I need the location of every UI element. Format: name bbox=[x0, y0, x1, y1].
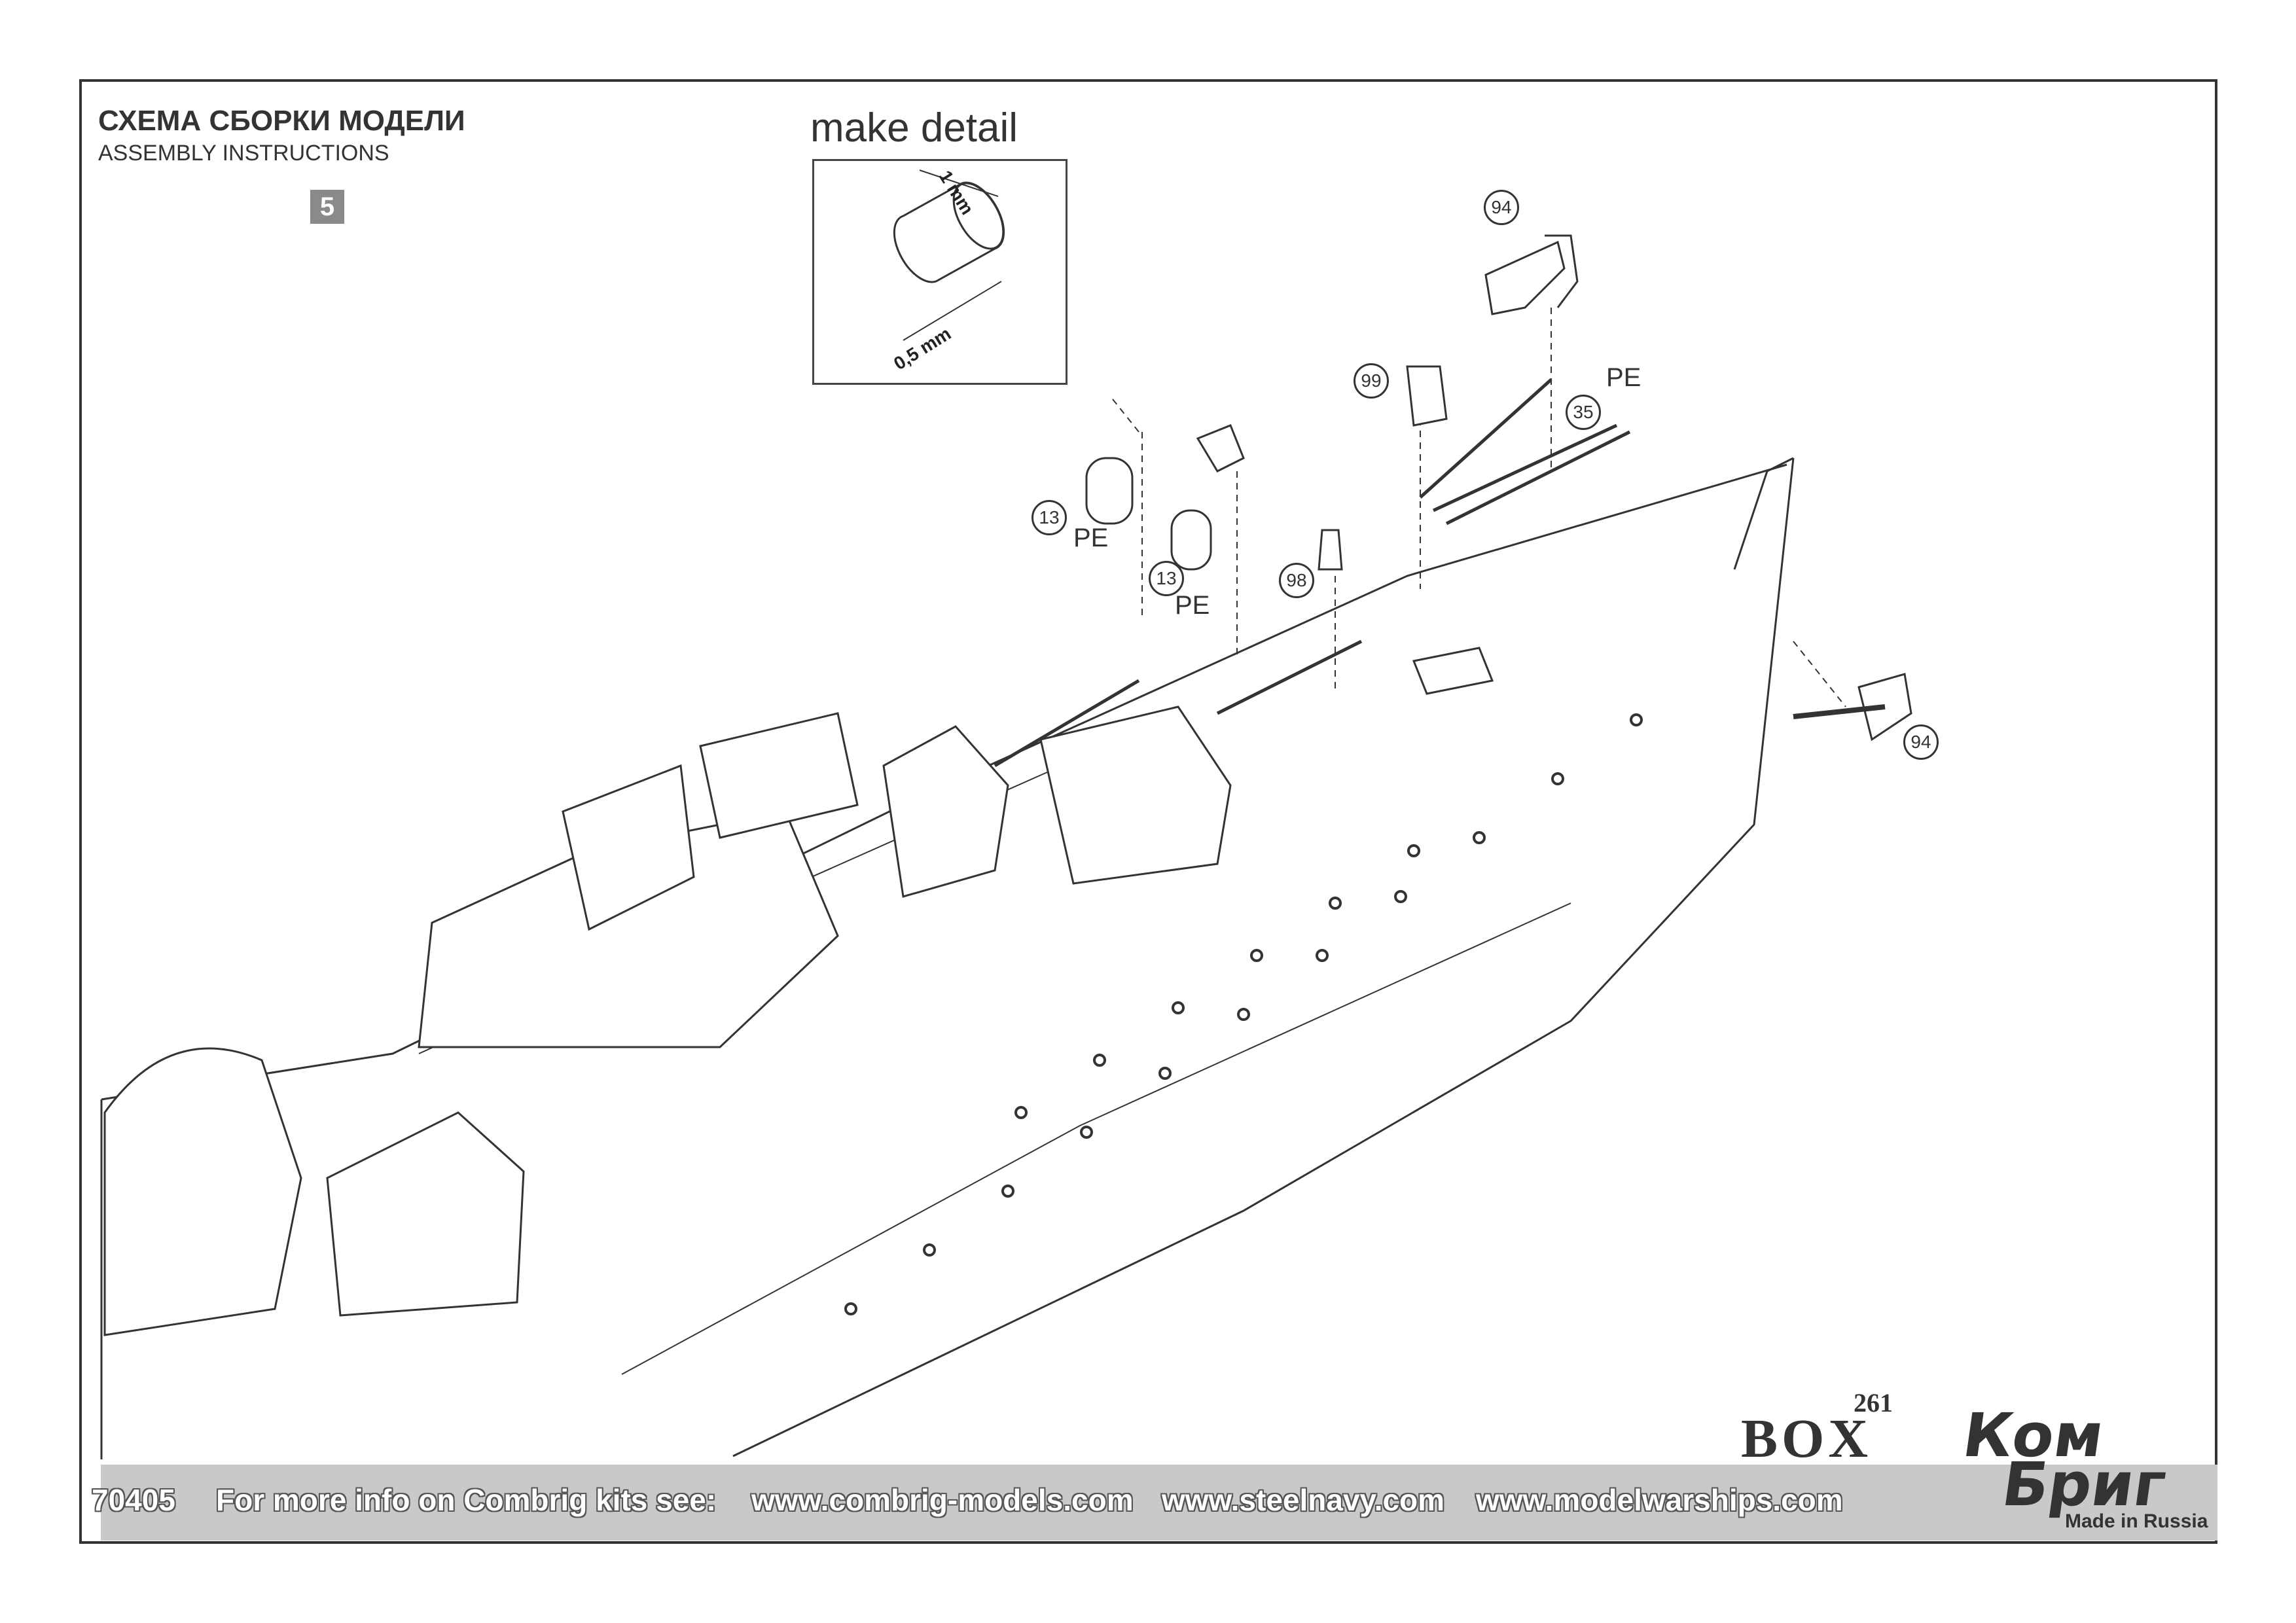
anchor-chains-pe35 bbox=[1419, 378, 1631, 526]
superstructure bbox=[103, 705, 1232, 1336]
callout-part-99: 99 bbox=[1354, 363, 1389, 399]
made-in-russia: Made in Russia bbox=[2065, 1510, 2208, 1532]
callout-part-94-side: 94 bbox=[1903, 724, 1939, 760]
footer-url-steelnavy[interactable]: www.steelnavy.com bbox=[1162, 1483, 1445, 1517]
callout-part-13-a: 13 bbox=[1031, 500, 1067, 535]
pe-label-13-a: PE bbox=[1073, 524, 1109, 552]
callout-part-94: 94 bbox=[1484, 190, 1519, 225]
page-frame bbox=[79, 79, 2217, 1544]
combrig-logo-line2: Бриг bbox=[1998, 1450, 2171, 1520]
footer-url-modelwarships[interactable]: www.modelwarships.com bbox=[1476, 1483, 1843, 1517]
footer-url-combrig[interactable]: www.combrig-models.com bbox=[751, 1483, 1134, 1517]
step-number-badge: 5 bbox=[310, 190, 344, 224]
callout-part-35: 35 bbox=[1566, 395, 1601, 430]
box-number: 261 bbox=[1854, 1388, 1893, 1418]
title-english: ASSEMBLY INSTRUCTIONS bbox=[98, 141, 389, 166]
pe-label-13-b: PE bbox=[1175, 591, 1210, 620]
footer-strip bbox=[101, 1465, 2217, 1541]
footer-info: For more info on Combrig kits see: bbox=[216, 1483, 717, 1517]
anchor-side bbox=[1793, 673, 1912, 741]
callout-part-98: 98 bbox=[1279, 563, 1314, 598]
make-detail-box bbox=[812, 159, 1067, 385]
portholes bbox=[844, 713, 1643, 1315]
forward-gun bbox=[994, 639, 1363, 768]
box-logo: BOX bbox=[1741, 1408, 1873, 1469]
deck-fittings bbox=[1085, 365, 1494, 695]
make-detail-title: make detail bbox=[810, 105, 1018, 151]
pe-label-35: PE bbox=[1606, 363, 1641, 392]
callout-part-13-b: 13 bbox=[1149, 561, 1184, 596]
anchor-top bbox=[1484, 234, 1579, 315]
detail-cylinder bbox=[893, 169, 1005, 341]
kit-code: 70405 bbox=[92, 1483, 175, 1517]
leader-lines bbox=[1112, 308, 1846, 707]
